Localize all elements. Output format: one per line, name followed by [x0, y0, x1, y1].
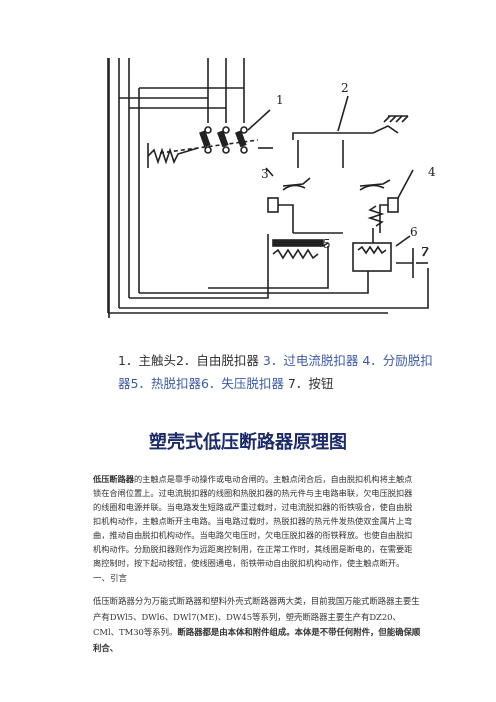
label-4: 4 [428, 165, 436, 179]
paragraph-highlight: 低压断路器 [93, 474, 134, 484]
legend-text: 3．过电流脱扣器 [262, 353, 359, 368]
body-paragraph-2: 低压断路器分为万能式断路器和塑料外壳式断路器两大类，目前我国万能式断路器主要生产… [93, 594, 423, 656]
label-3: 3 [261, 167, 269, 181]
label-7: 7 [421, 245, 429, 259]
circuit-diagram: 1 2 3 4 5 6 7 [107, 58, 436, 318]
paragraph-text: 的主触点是靠手动操作或电动合闸的。主触点闭合后，自由脱扣机构将主触点锁在合闸位置… [93, 474, 413, 568]
paragraph-text: 低压断路器分为万能式断路器和塑料外壳式断路器两大类，目前我国万能式断路器主要生产… [93, 596, 420, 637]
legend-text: 7．按钮 [287, 376, 334, 391]
legend-line-1: 1．主触头2．自由脱扣器 3．过电流脱扣器 4．分励脱扣 [118, 350, 448, 371]
label-5: 5 [323, 237, 331, 251]
label-2: 2 [341, 81, 349, 95]
legend-text: 4．分励脱扣 [362, 353, 433, 368]
legend-text: 1．主触头2．自由脱扣器 [118, 353, 259, 368]
paragraph-bold-text: 断路器都是由本体和附件组成。本体是不带任何附件，但能确保顺利合、 [93, 627, 421, 653]
page-title: 塑壳式低压断路器原理图 [149, 432, 347, 453]
section-heading: 一、引言 [93, 574, 128, 584]
label-1: 1 [276, 93, 284, 107]
body-paragraph-1: 低压断路器的主触点是靠手动操作或电动合闸的。主触点闭合后，自由脱扣机构将主触点锁… [93, 472, 413, 570]
label-6: 6 [410, 225, 418, 239]
legend-text: 器5．热脱扣器6．失压脱扣器 [118, 376, 284, 391]
legend-line-2: 器5．热脱扣器6．失压脱扣器 7．按钮 [118, 373, 448, 394]
